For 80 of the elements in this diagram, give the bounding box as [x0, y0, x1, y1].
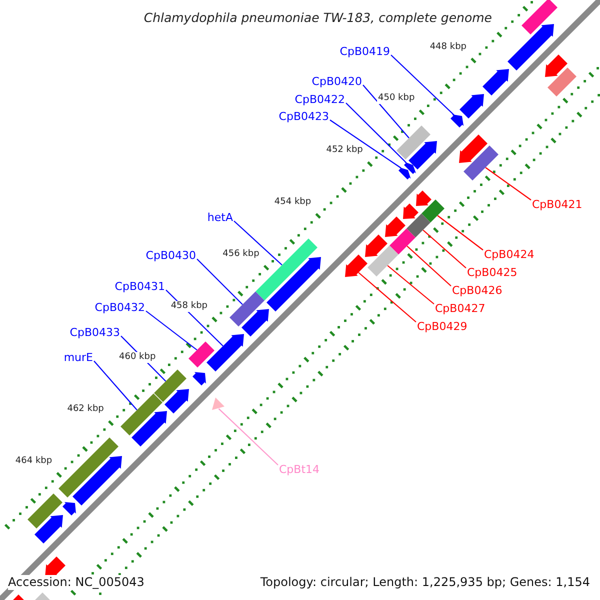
- leader-line: [94, 360, 138, 410]
- gene-block: [45, 556, 66, 577]
- gene-bar: [548, 68, 576, 96]
- genome-info-note: Topology: circular; Length: 1,225,935 bp; Genes: 1,154: [260, 575, 590, 590]
- gene-label: CpB0432: [94, 301, 145, 314]
- leader-line: [146, 310, 198, 350]
- leader-line: [358, 272, 416, 322]
- scale-label: 464 kbp: [14, 456, 54, 467]
- leader-line: [234, 220, 282, 266]
- gene-label: CpB0419: [340, 45, 390, 58]
- gene-bar: [422, 200, 444, 222]
- gene-label: CpB0426: [452, 284, 502, 297]
- gene-bar: [390, 228, 416, 254]
- trna-marker: [212, 398, 224, 410]
- gene-bar: [58, 438, 118, 498]
- gene-block: [62, 502, 76, 516]
- gene-block: [206, 334, 244, 372]
- gene-bar: [28, 494, 62, 528]
- gene-block: [72, 456, 122, 506]
- leader-line: [346, 102, 407, 164]
- gene-block: [266, 257, 321, 312]
- leader-line: [437, 215, 484, 250]
- leader-line: [196, 258, 243, 305]
- gene-block: [132, 411, 167, 446]
- scale-label: 452 kbp: [325, 145, 364, 156]
- gene-block: [508, 24, 554, 70]
- gene-label: CpB0420: [312, 75, 362, 88]
- gene-block: [460, 94, 484, 118]
- gene-label: CpB0425: [467, 266, 518, 279]
- gene-bar: [522, 0, 558, 34]
- gene-label: CpB0431: [114, 280, 165, 293]
- gene-bar: [464, 146, 498, 180]
- gene-bar: [188, 342, 214, 368]
- gene-label: CpB0424: [484, 248, 534, 261]
- gene-block: [416, 190, 432, 206]
- gene-label: CpB0433: [70, 326, 120, 339]
- gene-bar: [396, 126, 430, 160]
- gene-bar: [368, 246, 398, 276]
- gene-block: [408, 141, 437, 170]
- gene-label: CpB0429: [417, 320, 468, 333]
- scale-label: 456 kbp: [222, 248, 260, 260]
- scale-label: 458 kbp: [170, 300, 208, 312]
- gene-block: [404, 162, 416, 174]
- gene-block: [192, 372, 206, 386]
- leader-line: [422, 230, 466, 268]
- accession-note: Accession: NC_005043: [8, 575, 144, 590]
- map-title: Chlamydophila pneumoniae TW-183, complete genome: [144, 10, 492, 25]
- gene-block: [403, 204, 418, 219]
- gene-block: [242, 309, 269, 336]
- gene-bar: [154, 370, 186, 402]
- gene-label: murE: [64, 351, 93, 364]
- gene-block: [345, 254, 368, 277]
- scale-label: 448 kbp: [428, 42, 468, 52]
- gene-label: CpB0427: [435, 302, 486, 315]
- gene-block: [545, 54, 568, 77]
- gene-label: CpB0422: [294, 93, 345, 106]
- gene-block: [34, 515, 63, 544]
- gene-label: CpB0421: [532, 198, 582, 211]
- gene-label: CpBt14: [279, 463, 320, 476]
- leader-line: [390, 54, 454, 116]
- scale-label: 460 kbp: [118, 352, 157, 364]
- gene-bar: [120, 394, 162, 436]
- gene-block: [164, 389, 189, 414]
- scale-label: 454 kbp: [273, 196, 312, 208]
- gene-bar: [406, 214, 430, 238]
- leader-line: [362, 84, 410, 138]
- scale-label: 450 kbp: [377, 93, 416, 104]
- leader-line: [218, 408, 278, 466]
- gene-block: [450, 114, 464, 128]
- gene-label: CpB0430: [146, 249, 196, 262]
- gene-block: [398, 167, 411, 180]
- gene-block: [459, 134, 488, 163]
- gene-label: CpB0423: [278, 110, 329, 123]
- leader-line: [330, 120, 402, 168]
- gene-bar: [230, 292, 264, 326]
- gene-block: [385, 216, 406, 237]
- gene-block: [365, 234, 388, 257]
- gene-label: hetA: [207, 211, 233, 224]
- scale-label: 462 kbp: [66, 404, 105, 416]
- gene-block: [482, 69, 509, 96]
